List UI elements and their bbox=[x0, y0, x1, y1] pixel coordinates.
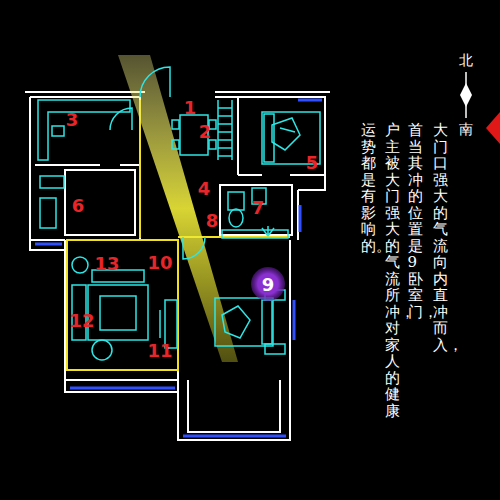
note-column: 首当其冲的位置是9卧室门， bbox=[408, 122, 423, 320]
callout-number: 8 bbox=[206, 210, 219, 231]
callout-number: 10 bbox=[147, 252, 172, 273]
note-column: 运势都是有影响的。 bbox=[361, 122, 376, 254]
windows bbox=[35, 100, 322, 436]
highlight-circle bbox=[251, 267, 285, 301]
callout-number: 9 bbox=[262, 274, 275, 295]
callout-number: 11 bbox=[147, 340, 172, 361]
compass-label: 南 bbox=[459, 121, 473, 139]
spacer bbox=[350, 120, 351, 400]
note-column: 户主被大门强大的气流所冲，对家人的健康 bbox=[385, 122, 400, 419]
callout-number: 6 bbox=[72, 195, 85, 216]
furniture bbox=[38, 67, 320, 360]
callout-number: 12 bbox=[69, 310, 94, 331]
callout-number: 7 bbox=[252, 197, 265, 218]
callout-number: 3 bbox=[66, 109, 79, 130]
corner-marker bbox=[486, 112, 500, 144]
compass-label: 北 bbox=[459, 52, 473, 70]
callout-number: 2 bbox=[199, 121, 212, 142]
zone-outlines bbox=[67, 100, 290, 370]
callout-number: 13 bbox=[94, 253, 119, 274]
compass bbox=[460, 72, 472, 118]
callout-number: 4 bbox=[198, 178, 211, 199]
callout-number: 1 bbox=[184, 97, 197, 118]
callout-number: 5 bbox=[306, 152, 319, 173]
note-column: 大门口强大的气流向内直冲而入， bbox=[433, 122, 448, 353]
walls bbox=[25, 92, 330, 440]
